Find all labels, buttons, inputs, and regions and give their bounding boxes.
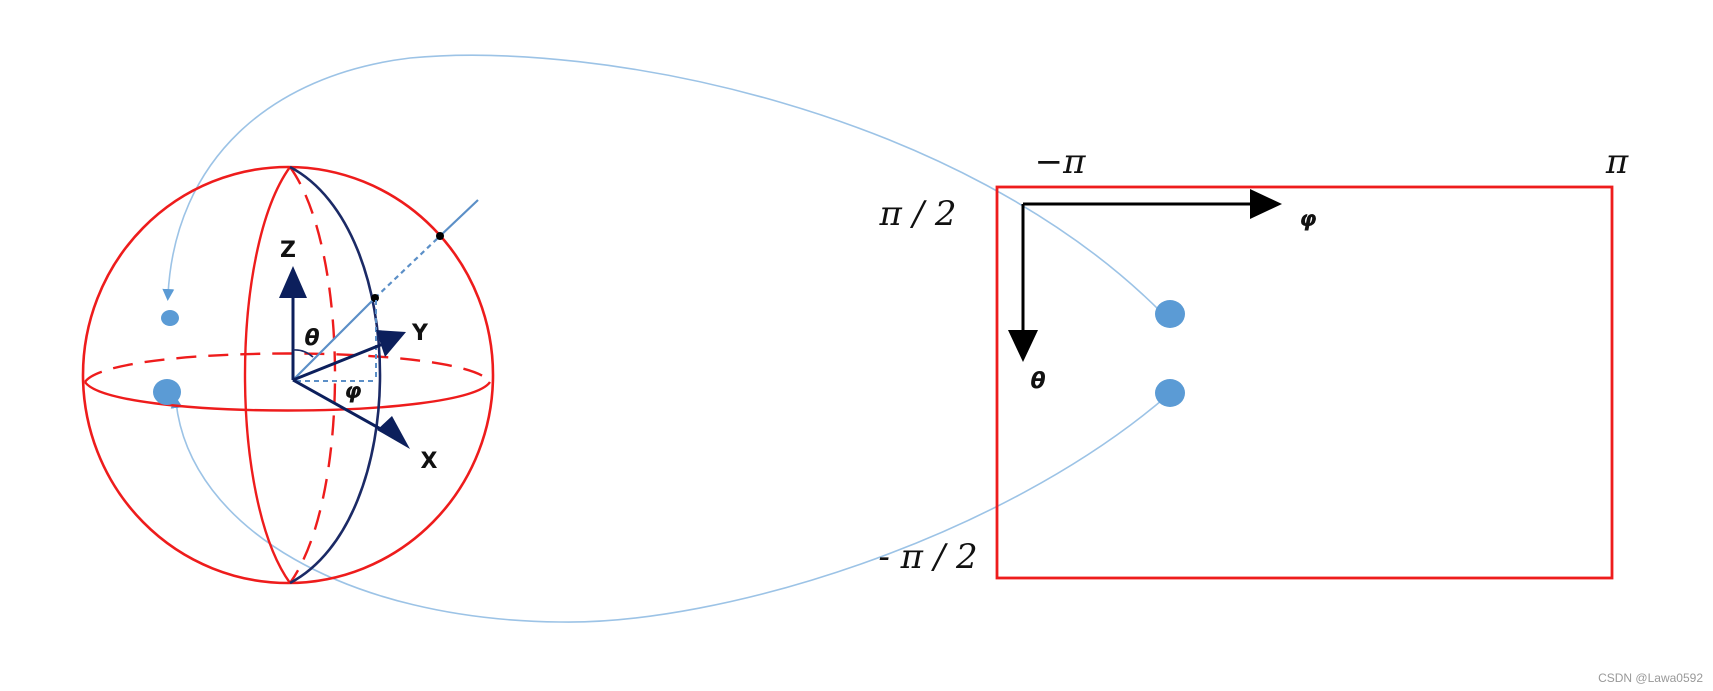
- sphere-group: Z Y X θ φ: [81, 165, 495, 585]
- phi-label-projection: φ: [1299, 207, 1316, 232]
- equator-front: [84, 381, 491, 412]
- sphere-dot-lower: [153, 379, 181, 405]
- theta-arrow-head: [1008, 330, 1038, 362]
- vertical-circle-left: [243, 166, 291, 584]
- x-axis-arrowhead: [377, 416, 410, 449]
- sphere-dot-upper: [161, 310, 179, 326]
- watermark-text: CSDN @Lawa0592: [1598, 671, 1703, 685]
- theta-label-projection: θ: [1030, 369, 1045, 394]
- vertical-circle-right-dashed: [289, 166, 337, 584]
- y-axis-line: [292, 342, 384, 382]
- x-axis-label: X: [421, 449, 438, 474]
- label-neg-pi: −π: [1035, 142, 1086, 182]
- ray-solid-outer: [439, 199, 479, 237]
- sphere-outline: [81, 165, 495, 585]
- equator-back-dashed: [84, 352, 491, 383]
- label-pi-half: π / 2: [878, 194, 956, 234]
- ray-dashed-mid: [374, 235, 441, 299]
- z-axis-arrowhead: [279, 266, 307, 298]
- meridian-arc: [289, 165, 382, 585]
- z-axis-label: Z: [280, 238, 296, 263]
- projection-group: −π π π / 2 - π / 2 φ θ: [878, 142, 1629, 580]
- ray-solid-inner: [294, 297, 376, 379]
- projection-frame: [995, 185, 1614, 580]
- label-pi: π: [1605, 142, 1629, 182]
- connector-lower-curve: [170, 394, 1169, 623]
- x-axis-line: [292, 378, 387, 434]
- projected-dot-lower: [1155, 379, 1185, 407]
- label-neg-pi-half: - π / 2: [878, 537, 977, 577]
- ray-point-outer: [436, 232, 444, 240]
- theta-angle-arc: [292, 349, 314, 358]
- connector-upper-curve: [162, 54, 1163, 314]
- phi-arrow-head: [1250, 189, 1282, 219]
- connector-curves: [162, 54, 1169, 623]
- phi-label-sphere: φ: [344, 379, 361, 404]
- projected-dot-upper: [1155, 300, 1185, 328]
- y-axis-label: Y: [411, 321, 429, 346]
- theta-label-sphere: θ: [304, 326, 319, 351]
- y-axis-arrowhead: [376, 330, 406, 357]
